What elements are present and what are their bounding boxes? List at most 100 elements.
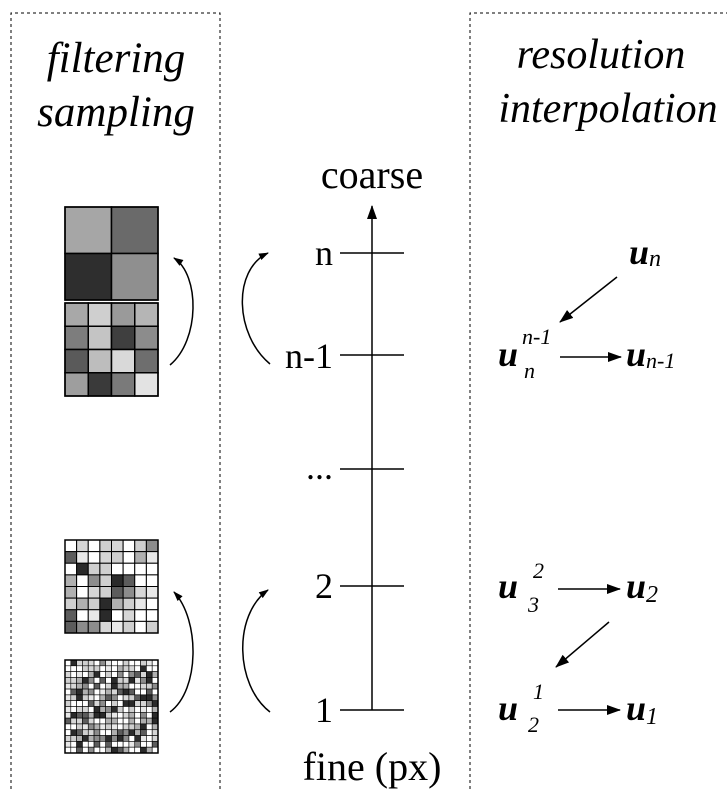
grid-cell (134, 551, 147, 564)
curved-arrow-upper-left (169, 257, 194, 366)
axis-bottom-label: fine (px) (303, 744, 442, 789)
grid-cell (146, 688, 153, 696)
grid-cell (140, 723, 147, 731)
grid-cell (76, 586, 89, 599)
term-u-n1-base: u (626, 334, 646, 374)
grid-cell (111, 597, 124, 611)
grid-cell (128, 735, 136, 742)
grid-cell (82, 688, 89, 696)
curved-arrow-lower-left (169, 591, 194, 713)
grid-cell (122, 682, 130, 690)
arrow-un-to-unn1 (559, 276, 618, 323)
grid-cell (93, 717, 101, 725)
grid-cell (111, 682, 118, 690)
grid-cell (76, 746, 83, 754)
tile-border (64, 302, 159, 397)
grid-cell (64, 302, 89, 327)
grid-cell (87, 659, 95, 667)
grid-cell (82, 729, 89, 736)
grid-cell (134, 562, 147, 576)
grid-cell (70, 694, 77, 701)
grid-cell (87, 586, 101, 599)
grid-cell (140, 694, 147, 701)
grid-cell (117, 700, 124, 707)
grid-cell (70, 671, 77, 678)
grid-cell (93, 700, 101, 707)
grid-cell (117, 735, 124, 742)
grid-cell (111, 712, 118, 719)
grid-cell (134, 620, 147, 634)
grid-cell (64, 677, 72, 684)
grid-cell (117, 694, 124, 701)
grid-cell (140, 659, 147, 667)
grid-cell (111, 741, 118, 748)
grid-cell (82, 717, 89, 725)
grid-cell (76, 700, 83, 707)
grid-cell (64, 372, 89, 397)
grid-cell (87, 717, 95, 725)
grid-cell (82, 735, 89, 742)
grid-cell (122, 609, 136, 622)
grid-cell (134, 682, 141, 690)
fine-16x16-tile (64, 659, 159, 754)
grid-cell (145, 539, 159, 553)
grid-cell (111, 562, 124, 576)
grid-cell (105, 688, 112, 696)
grid-cell (76, 735, 83, 742)
grid-cell (134, 539, 147, 553)
coarse-2x2-tile (64, 206, 159, 301)
grid-cell (111, 574, 124, 588)
grid-cell (64, 746, 72, 754)
grid-cell (117, 729, 124, 736)
grid-cell (134, 659, 141, 667)
grid-cell (76, 682, 83, 690)
grid-cell (99, 574, 113, 588)
grid-cell (122, 706, 130, 713)
grid-cell (76, 597, 89, 611)
grid-cell (87, 746, 95, 754)
grid-cell (87, 694, 95, 701)
grid-cell (117, 688, 124, 696)
grid-cell (117, 741, 124, 748)
grid-cell (82, 694, 89, 701)
grid-cell (146, 706, 153, 713)
grid-cell (87, 700, 95, 707)
grid-cell (111, 746, 118, 754)
grid-cell (151, 735, 159, 742)
grid-cell (64, 717, 72, 725)
grid-cell (122, 723, 130, 731)
grid-cell (93, 741, 101, 748)
grid-cell (87, 597, 101, 611)
grid-cell (111, 717, 118, 725)
grid-cell (76, 694, 83, 701)
grid-cell (87, 723, 95, 731)
grid-cell (76, 659, 83, 667)
grid-cell (110, 372, 136, 397)
level-label-n: n (315, 233, 333, 273)
grid-cell (99, 659, 106, 667)
grid-cell (99, 551, 113, 564)
right-panel-border (469, 12, 727, 789)
grid-cell (87, 609, 101, 622)
grid-cell (93, 659, 101, 667)
grid-cell (128, 741, 136, 748)
grid-cell (87, 688, 95, 696)
grid-cell (146, 677, 153, 684)
grid-cell (105, 729, 112, 736)
term-u-n1-sub: n-1 (646, 348, 675, 373)
grid-cell (64, 706, 72, 713)
term-u-2-1-sup: 1 (533, 679, 544, 704)
grid-cell (122, 741, 130, 748)
grid-cell (151, 706, 159, 713)
grid-cell (134, 665, 141, 672)
grid-cell (87, 348, 113, 374)
term-u-1-sub: 1 (646, 704, 658, 730)
grid-cell (82, 677, 89, 684)
grid-cell (146, 694, 153, 701)
grid-cell (146, 735, 153, 742)
grid-cell (70, 688, 77, 696)
grid-cell (111, 677, 118, 684)
grid-cell (122, 735, 130, 742)
grid-cell (93, 694, 101, 701)
grid-cell (110, 206, 159, 255)
